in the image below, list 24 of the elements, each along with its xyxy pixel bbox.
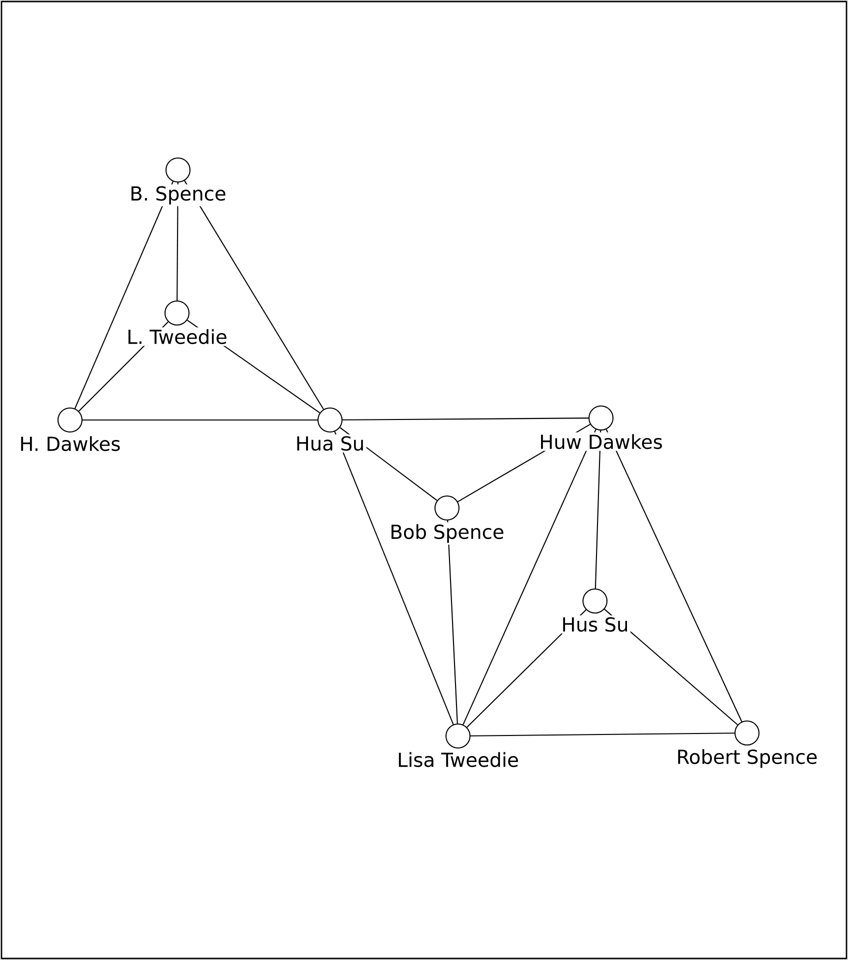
graph-node (57, 407, 83, 433)
graph-node (434, 495, 460, 521)
graph-node (445, 723, 471, 749)
graph-node (582, 588, 608, 614)
connector-line (82, 419, 318, 421)
node-label: Lisa Tweedie (395, 750, 521, 769)
connector-line (74, 181, 174, 409)
node-label: H. Dawkes (18, 434, 122, 453)
connector-line (447, 520, 458, 724)
connector-line (462, 429, 596, 725)
connector-line (470, 732, 734, 736)
graph-node (734, 720, 760, 746)
connector-line (334, 431, 454, 725)
graph-node (165, 157, 191, 183)
graph-node (317, 407, 343, 433)
connector-line (594, 430, 602, 588)
node-label: Robert Spence (674, 747, 820, 770)
connector-line (184, 180, 324, 410)
graph-node (164, 300, 190, 326)
connector-line (606, 429, 742, 722)
connector-line (342, 418, 588, 420)
graph-node (588, 405, 614, 431)
node-label: Hus Su (559, 615, 631, 634)
node-label: Hua Su (294, 434, 366, 452)
